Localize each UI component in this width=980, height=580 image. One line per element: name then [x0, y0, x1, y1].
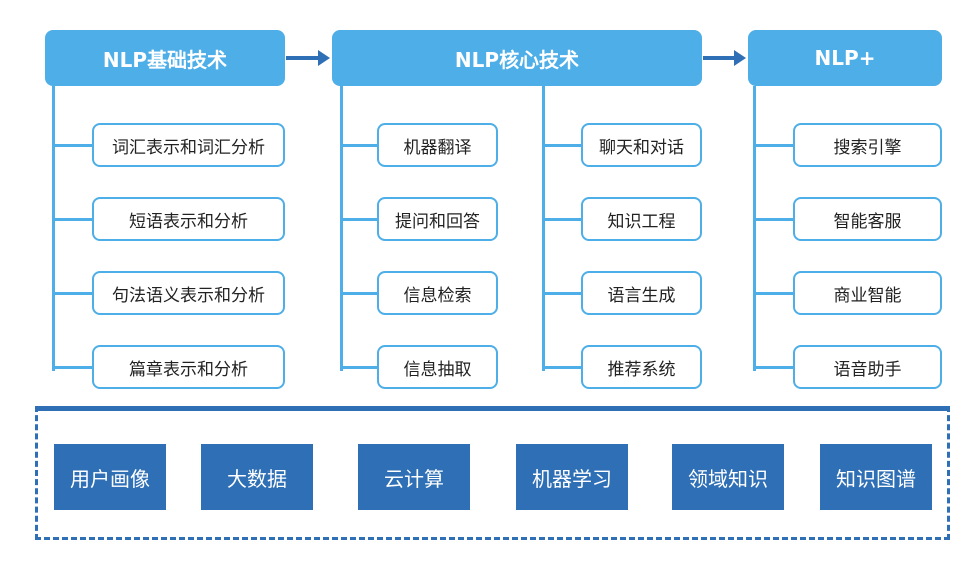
branch-basic-3 [52, 292, 92, 295]
branch-basic-2 [52, 218, 92, 221]
core-item-retrieval: 信息检索 [377, 271, 498, 315]
branch-basic-4 [52, 366, 92, 369]
branch-plus-1 [753, 144, 793, 147]
arrow-basic-to-core-line [286, 56, 320, 60]
branch-core-left-4 [340, 366, 377, 369]
trunk-core-left [340, 86, 343, 371]
branch-core-left-3 [340, 292, 377, 295]
arrow-basic-to-core-icon [318, 50, 330, 66]
plus-item-search-engine: 搜索引擎 [793, 123, 942, 167]
plus-item-customer-service: 智能客服 [793, 197, 942, 241]
branch-plus-4 [753, 366, 793, 369]
core-item-dialogue: 聊天和对话 [581, 123, 702, 167]
branch-core-left-1 [340, 144, 377, 147]
branch-plus-2 [753, 218, 793, 221]
basic-item-discourse: 篇章表示和分析 [92, 345, 285, 389]
header-nlp-plus: NLP+ [748, 30, 942, 86]
plus-item-business-intelligence: 商业智能 [793, 271, 942, 315]
basic-item-lexical: 词汇表示和词汇分析 [92, 123, 285, 167]
trunk-core-right [542, 86, 545, 371]
core-item-translation: 机器翻译 [377, 123, 498, 167]
core-item-qa: 提问和回答 [377, 197, 498, 241]
branch-core-right-2 [542, 218, 581, 221]
core-item-recommendation: 推荐系统 [581, 345, 702, 389]
branch-core-right-1 [542, 144, 581, 147]
arrow-core-to-plus-icon [734, 50, 746, 66]
trunk-plus [753, 86, 756, 371]
foundation-domain-knowledge: 领域知识 [672, 444, 784, 510]
trunk-basic [52, 86, 55, 371]
plus-item-voice-assistant: 语音助手 [793, 345, 942, 389]
branch-plus-3 [753, 292, 793, 295]
core-item-extraction: 信息抽取 [377, 345, 498, 389]
foundation-frame [35, 406, 950, 540]
arrow-core-to-plus-line [703, 56, 736, 60]
basic-item-syntax: 句法语义表示和分析 [92, 271, 285, 315]
foundation-knowledge-graph: 知识图谱 [820, 444, 932, 510]
header-nlp-basic: NLP基础技术 [45, 30, 285, 86]
foundation-big-data: 大数据 [201, 444, 313, 510]
basic-item-phrase: 短语表示和分析 [92, 197, 285, 241]
header-nlp-core: NLP核心技术 [332, 30, 702, 86]
branch-core-right-4 [542, 366, 581, 369]
foundation-cloud-computing: 云计算 [358, 444, 470, 510]
foundation-user-profile: 用户画像 [54, 444, 166, 510]
branch-core-right-3 [542, 292, 581, 295]
core-item-knowledge-engineering: 知识工程 [581, 197, 702, 241]
branch-core-left-2 [340, 218, 377, 221]
core-item-generation: 语言生成 [581, 271, 702, 315]
branch-basic-1 [52, 144, 92, 147]
foundation-machine-learning: 机器学习 [516, 444, 628, 510]
